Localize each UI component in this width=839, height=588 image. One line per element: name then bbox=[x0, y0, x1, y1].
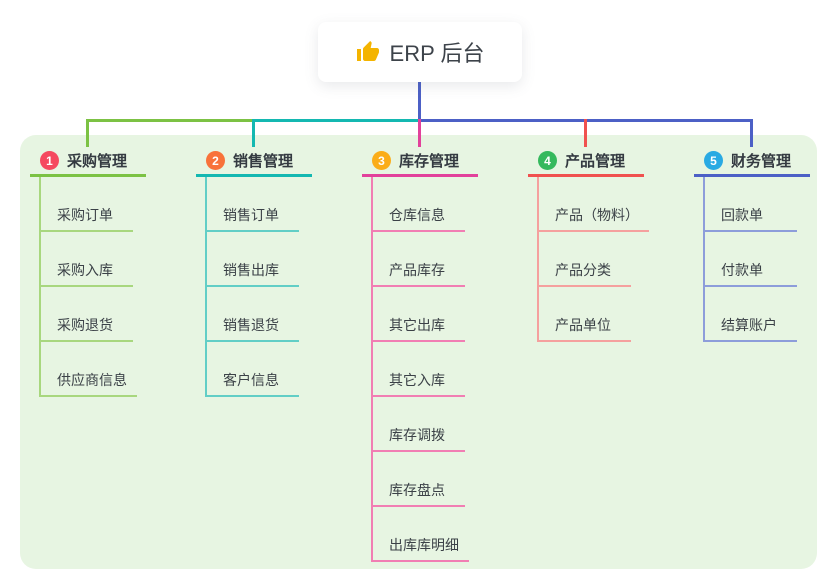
connector-branch-2-drop bbox=[252, 119, 255, 147]
child-row: 供应商信息 bbox=[39, 342, 137, 397]
connector-children-vline bbox=[371, 177, 373, 562]
branch-number-badge: 1 bbox=[40, 151, 59, 170]
child-node[interactable]: 其它入库 bbox=[371, 370, 465, 397]
connector-children-vline bbox=[537, 177, 539, 342]
thumbs-up-icon bbox=[356, 40, 380, 64]
child-row: 销售退货 bbox=[205, 287, 299, 342]
child-row: 产品分类 bbox=[537, 232, 649, 287]
child-node[interactable]: 产品单位 bbox=[537, 315, 631, 342]
child-row: 产品单位 bbox=[537, 287, 649, 342]
child-node[interactable]: 产品库存 bbox=[371, 260, 465, 287]
branch-label: 销售管理 bbox=[233, 153, 294, 170]
root-node[interactable]: ERP 后台 bbox=[318, 22, 522, 82]
connector-bus-segment-2 bbox=[253, 119, 420, 122]
child-node[interactable]: 出库库明细 bbox=[371, 535, 469, 562]
child-node[interactable]: 销售退货 bbox=[205, 315, 299, 342]
child-node[interactable]: 销售订单 bbox=[205, 205, 299, 232]
child-row: 产品（物料） bbox=[537, 177, 649, 232]
connector-children-vline bbox=[205, 177, 207, 397]
child-node[interactable]: 付款单 bbox=[703, 260, 797, 287]
connector-root-drop bbox=[418, 82, 421, 122]
child-row: 结算账户 bbox=[703, 287, 797, 342]
branch-label: 产品管理 bbox=[565, 153, 626, 170]
child-row: 客户信息 bbox=[205, 342, 299, 397]
branch-number-badge: 2 bbox=[206, 151, 225, 170]
child-node[interactable]: 库存盘点 bbox=[371, 480, 465, 507]
branch-5-children: 回款单付款单结算账户 bbox=[703, 177, 797, 342]
child-row: 其它出库 bbox=[371, 287, 469, 342]
connector-branch-5-drop bbox=[750, 119, 753, 147]
child-row: 回款单 bbox=[703, 177, 797, 232]
child-row: 其它入库 bbox=[371, 342, 469, 397]
child-node[interactable]: 采购订单 bbox=[39, 205, 133, 232]
child-node[interactable]: 供应商信息 bbox=[39, 370, 137, 397]
child-row: 付款单 bbox=[703, 232, 797, 287]
branch-number-badge: 4 bbox=[538, 151, 557, 170]
child-row: 仓库信息 bbox=[371, 177, 469, 232]
child-node[interactable]: 产品分类 bbox=[537, 260, 631, 287]
branch-label: 采购管理 bbox=[67, 153, 128, 170]
child-node[interactable]: 采购入库 bbox=[39, 260, 133, 287]
child-node[interactable]: 采购退货 bbox=[39, 315, 133, 342]
branch-4-children: 产品（物料） 产品分类产品单位 bbox=[537, 177, 649, 342]
branches-background-panel bbox=[20, 135, 817, 569]
branch-1-children: 采购订单采购入库采购退货供应商信息 bbox=[39, 177, 137, 397]
root-title: ERP 后台 bbox=[389, 41, 485, 66]
branch-node-5[interactable]: 5 财务管理 bbox=[694, 147, 810, 177]
branch-label: 财务管理 bbox=[731, 153, 792, 170]
child-row: 采购入库 bbox=[39, 232, 137, 287]
connector-bus-segment-1 bbox=[86, 119, 253, 122]
child-row: 库存调拨 bbox=[371, 397, 469, 452]
connector-children-vline bbox=[703, 177, 705, 342]
child-row: 库存盘点 bbox=[371, 452, 469, 507]
child-row: 销售订单 bbox=[205, 177, 299, 232]
connector-branch-4-drop bbox=[584, 119, 587, 147]
child-node[interactable]: 库存调拨 bbox=[371, 425, 465, 452]
child-node[interactable]: 销售出库 bbox=[205, 260, 299, 287]
child-node[interactable]: 其它出库 bbox=[371, 315, 465, 342]
branch-node-3[interactable]: 3 库存管理 bbox=[362, 147, 478, 177]
child-row: 销售出库 bbox=[205, 232, 299, 287]
branch-label: 库存管理 bbox=[399, 153, 460, 170]
child-row: 采购退货 bbox=[39, 287, 137, 342]
branch-number-badge: 5 bbox=[704, 151, 723, 170]
child-node[interactable]: 回款单 bbox=[703, 205, 797, 232]
branch-node-4[interactable]: 4 产品管理 bbox=[528, 147, 644, 177]
branch-2-children: 销售订单销售出库销售退货客户信息 bbox=[205, 177, 299, 397]
child-node[interactable]: 产品（物料） bbox=[537, 205, 649, 232]
branch-number-badge: 3 bbox=[372, 151, 391, 170]
branch-node-1[interactable]: 1 采购管理 bbox=[30, 147, 146, 177]
connector-branch-3-drop bbox=[418, 119, 421, 147]
child-row: 出库库明细 bbox=[371, 507, 469, 562]
child-node[interactable]: 仓库信息 bbox=[371, 205, 465, 232]
branch-3-children: 仓库信息产品库存其它出库其它入库库存调拨库存盘点出库库明细 bbox=[371, 177, 469, 562]
branch-node-2[interactable]: 2 销售管理 bbox=[196, 147, 312, 177]
child-row: 产品库存 bbox=[371, 232, 469, 287]
child-node[interactable]: 结算账户 bbox=[703, 315, 797, 342]
child-node[interactable]: 客户信息 bbox=[205, 370, 299, 397]
connector-branch-1-drop bbox=[86, 119, 89, 147]
child-row: 采购订单 bbox=[39, 177, 137, 232]
connector-children-vline bbox=[39, 177, 41, 397]
